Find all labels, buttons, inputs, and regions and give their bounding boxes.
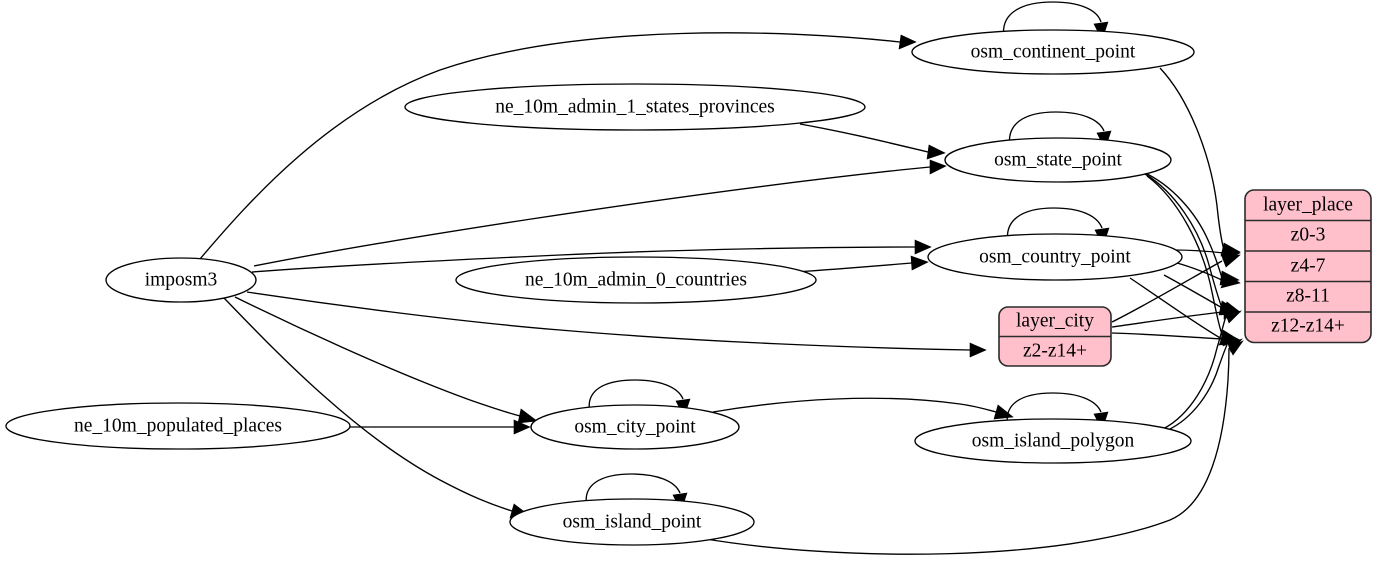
edge-ne_countries-to-osm_country_point [794,255,929,273]
layer-city-row-z2-z14plus[interactable]: z2-z14+ [1023,340,1087,361]
edge-imposm3-to-osm_city_point [234,296,538,424]
node-label-osm-city-point: osm_city_point [574,416,696,437]
node-osm_country_point[interactable]: osm_country_point [927,233,1183,281]
node-ne_10m_populated_places[interactable]: ne_10m_populated_places [5,402,351,450]
node-label-osm-state-point: osm_state_point [994,149,1122,170]
node-label-osm-continent-point: osm_continent_point [971,41,1136,62]
node-ne_10m_admin_1_states_provinces[interactable]: ne_10m_admin_1_states_provinces [404,83,866,131]
nodes-layer: imposm3 ne_10m_admin_1_states_provinces … [5,29,1195,546]
edge-osm_island_polygon-to-layer_place-z12-z14+ [1167,338,1243,431]
node-label-imposm3: imposm3 [145,269,218,290]
edge-imposm3-to-osm_state_point [253,159,947,267]
edge-osm_island_point-to-layer_place-z12-z14+ [699,340,1244,555]
record-node-layer_place[interactable]: layer_place z0-3 z4-7 z8-11 z12-z14+ [1244,189,1372,344]
layer-place-row-z8-11[interactable]: z8-11 [1286,285,1330,306]
layer-place-row-z12-z14plus[interactable]: z12-z14+ [1271,315,1345,336]
node-osm_continent_point[interactable]: osm_continent_point [911,29,1195,75]
node-label-osm-island-polygon: osm_island_polygon [972,430,1135,451]
node-osm_city_point[interactable]: osm_city_point [530,404,740,450]
node-imposm3[interactable]: imposm3 [105,257,257,303]
record-node-layer_city[interactable]: layer_city z2-z14+ [998,306,1112,367]
edge-osm_island_polygon-to-layer_place-z8-11 [1162,310,1243,430]
node-label-ne-countries: ne_10m_admin_0_countries [525,269,747,290]
layer-city-title: layer_city [1016,310,1094,331]
edge-osm_country_point-to-layer_place-z4-7 [1176,262,1241,289]
edge-imposm3-to-layer_city [246,291,987,358]
edge-osm_continent_point-to-layer_place-z0-3 [1159,67,1241,257]
edge-imposm3-to-osm_country_point [251,239,932,273]
layer-place-row-z4-7[interactable]: z4-7 [1291,255,1326,276]
layer-place-title: layer_place [1263,194,1353,215]
layer-place-row-z0-3[interactable]: z0-3 [1291,224,1326,245]
node-label-ne-populated: ne_10m_populated_places [74,415,282,436]
node-label-osm-island-point: osm_island_point [563,511,702,532]
node-osm_state_point[interactable]: osm_state_point [944,137,1172,183]
edge-ne_states-to-osm_state_point [799,123,946,160]
edge-ne_populated-to-osm_city_point [350,419,531,435]
edge-osm_city_point-to-osm_island_polygon [712,397,1014,420]
edge-imposm3-to-osm_continent_point [199,32,917,260]
node-label-ne-states: ne_10m_admin_1_states_provinces [495,96,774,117]
edge-layer_city-to-layer_place-z0-3 [1111,253,1241,323]
node-label-osm-country-point: osm_country_point [979,246,1131,267]
node-osm_island_polygon[interactable]: osm_island_polygon [914,418,1192,464]
node-ne_10m_admin_0_countries[interactable]: ne_10m_admin_0_countries [455,256,817,304]
node-osm_island_point[interactable]: osm_island_point [509,498,755,546]
